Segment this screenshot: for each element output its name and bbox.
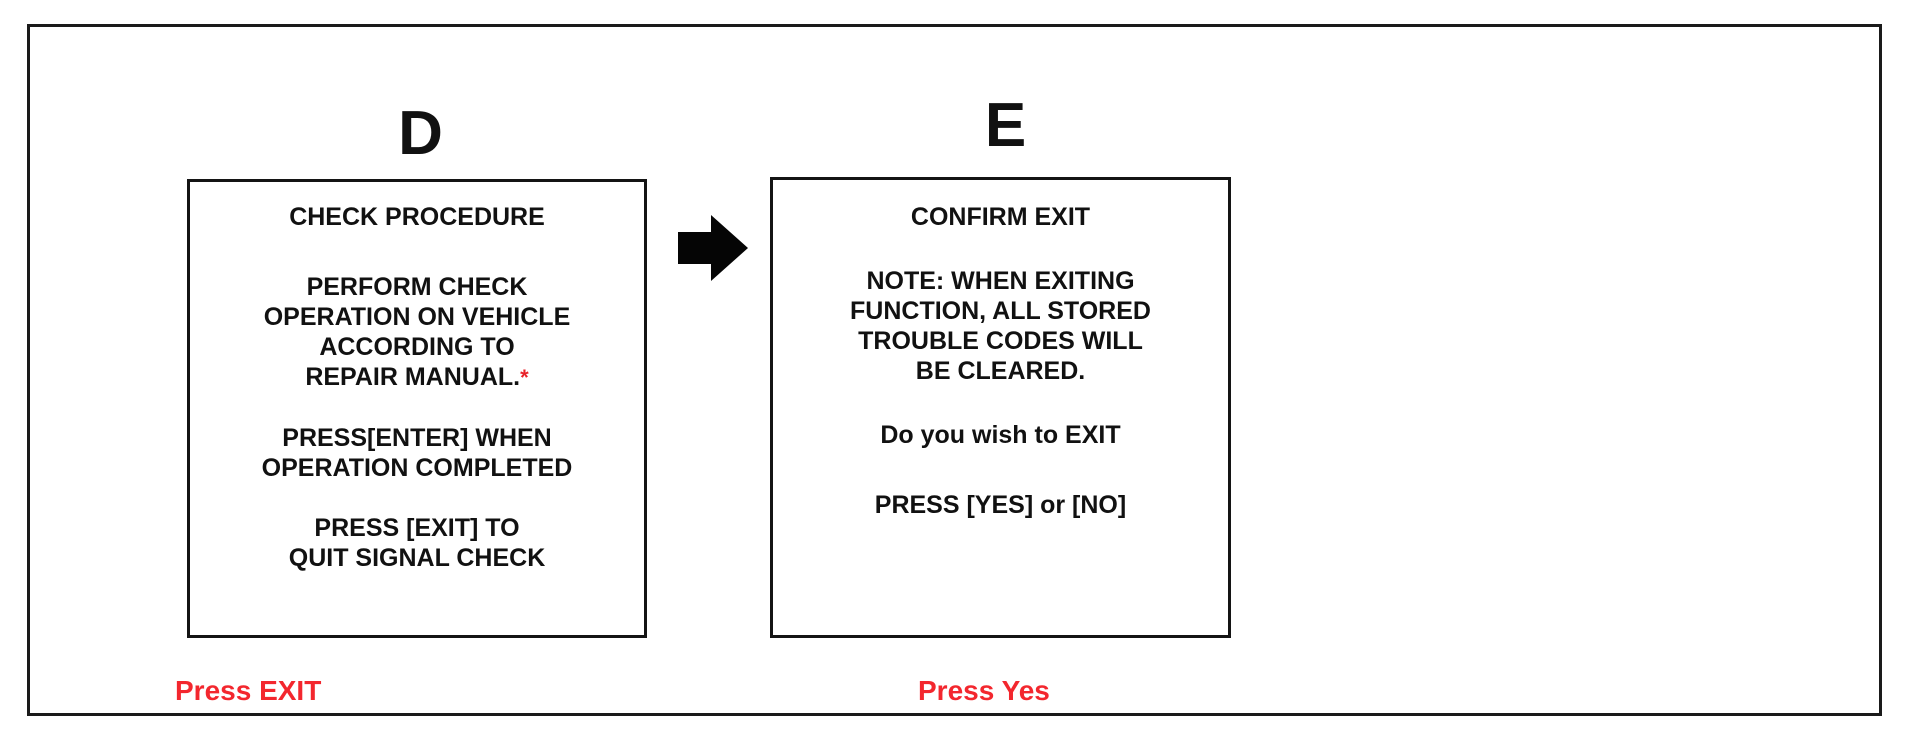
step-letter-e: E (984, 91, 1026, 160)
screen-panel-e: CONFIRM EXIT NOTE: WHEN EXITING FUNCTION… (770, 177, 1231, 638)
panel-d-footer-line-2: QUIT SIGNAL CHECK (288, 544, 546, 572)
panel-d-footnote-asterisk: * (520, 365, 529, 390)
panel-d-footer-group: PRESS [EXIT] TO QUIT SIGNAL CHECK (190, 513, 644, 573)
panel-e-title: CONFIRM EXIT (910, 203, 1091, 231)
panel-e-question-group: Do you wish to EXIT (773, 420, 1228, 450)
panel-d-instruction-line-1: PRESS[ENTER] WHEN (282, 424, 552, 452)
panel-e-note-line-4: BE CLEARED. (915, 357, 1086, 385)
action-caption-d: Press EXIT (175, 675, 322, 706)
diagram-outer-frame: D CHECK PROCEDURE PERFORM CHECK OPERATIO… (27, 24, 1882, 716)
panel-e-note-line-1: NOTE: WHEN EXITING (866, 267, 1135, 295)
panel-d-body-line-1: PERFORM CHECK (306, 273, 528, 301)
panel-d-body-line-2: OPERATION ON VEHICLE (263, 303, 571, 331)
action-caption-e: Press Yes (918, 675, 1050, 706)
step-letter-d: D (398, 99, 443, 168)
panel-e-note-group: NOTE: WHEN EXITING FUNCTION, ALL STORED … (773, 266, 1228, 386)
panel-d-instruction-group: PRESS[ENTER] WHEN OPERATION COMPLETED (190, 423, 644, 483)
panel-d-footer-line-1: PRESS [EXIT] TO (314, 514, 520, 542)
panel-d-body-line-4: REPAIR MANUAL.* (190, 362, 644, 393)
panel-e-prompt: PRESS [YES] or [NO] (874, 491, 1127, 519)
panel-d-body-line-4-text: REPAIR MANUAL. (305, 363, 521, 391)
panel-e-note-line-3: TROUBLE CODES WILL (858, 327, 1143, 355)
flow-arrow-right-icon (676, 213, 754, 283)
panel-e-title-group: CONFIRM EXIT (773, 202, 1228, 232)
panel-d-instruction-line-2: OPERATION COMPLETED (261, 454, 573, 482)
screen-panel-d: CHECK PROCEDURE PERFORM CHECK OPERATION … (187, 179, 647, 638)
panel-d-body-line-3: ACCORDING TO (319, 333, 515, 361)
panel-e-note-line-2: FUNCTION, ALL STORED (850, 297, 1151, 325)
panel-d-title: CHECK PROCEDURE (289, 203, 545, 231)
panel-d-title-group: CHECK PROCEDURE (190, 202, 644, 232)
panel-e-question: Do you wish to EXIT (880, 421, 1121, 449)
panel-d-body-group: PERFORM CHECK OPERATION ON VEHICLE ACCOR… (190, 272, 644, 393)
panel-e-prompt-group: PRESS [YES] or [NO] (773, 490, 1228, 520)
